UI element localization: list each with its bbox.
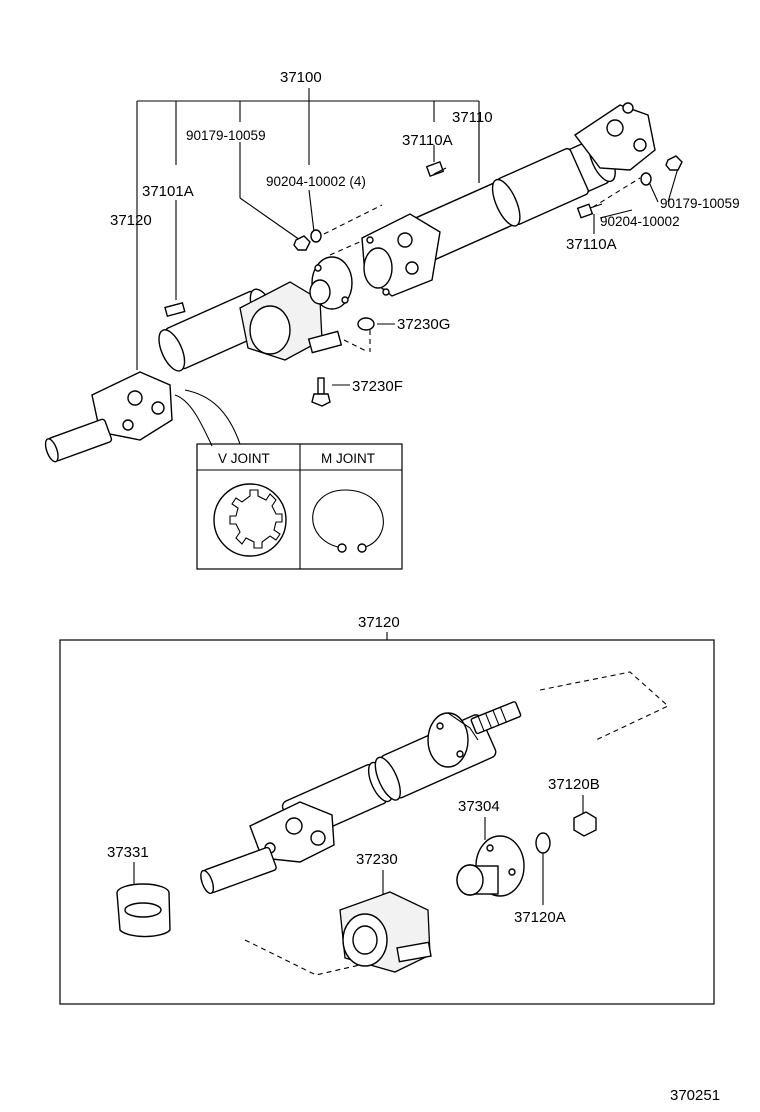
inset-leader-2	[184, 389, 241, 445]
spline-stub-top	[44, 418, 113, 463]
washer-37120a	[535, 832, 551, 854]
v-joint-teeth	[229, 489, 283, 549]
rear-ujoint	[91, 371, 173, 441]
bolt-37110a-right	[576, 203, 603, 219]
label-37331: 37331	[107, 844, 149, 861]
center-bearing-top	[239, 281, 343, 361]
label-37120-top: 37120	[110, 212, 152, 229]
center-bearing-37230	[339, 891, 432, 973]
m-joint-ring-eye-right	[357, 543, 367, 553]
detail-spline-end	[470, 701, 522, 735]
inset-leader-1	[174, 394, 213, 447]
label-90204-left: 90204-10002 (4)	[266, 174, 366, 189]
label-37230f: 37230F	[352, 378, 403, 395]
washer-90204-left	[310, 229, 322, 243]
plate-37101a	[164, 301, 186, 318]
label-90204-right: 90204-10002	[600, 214, 680, 229]
m-joint-ring-eye-left	[337, 543, 347, 553]
label-90179-left: 90179-10059	[186, 128, 266, 143]
label-37110a-right: 37110A	[566, 236, 617, 253]
detail-frame	[59, 639, 715, 1005]
label-37304: 37304	[458, 798, 500, 815]
label-37120a: 37120A	[514, 909, 566, 926]
inset-m-joint-label: M JOINT	[321, 451, 375, 466]
label-37100: 37100	[280, 69, 322, 86]
washer-90204-right	[640, 172, 652, 186]
nut-90179-right	[665, 155, 683, 171]
label-37120-detail: 37120	[358, 614, 400, 631]
label-37101a: 37101A	[142, 183, 194, 200]
m-joint-snap-ring	[312, 489, 384, 549]
label-90179-right: 90179-10059	[660, 196, 740, 211]
dust-cover-37331	[116, 883, 171, 938]
inset-v-joint-label: V JOINT	[218, 451, 270, 466]
assembly-leader-lines	[136, 88, 480, 370]
label-37110: 37110	[452, 109, 493, 126]
nut-37120b	[573, 811, 597, 837]
joint-inset: V JOINT M JOINT	[196, 443, 403, 570]
dashed-outline-upper	[539, 671, 669, 741]
bolt-37110a-top	[425, 161, 447, 177]
label-37230: 37230	[356, 851, 398, 868]
bolt-37230f	[311, 377, 331, 407]
label-37110a-top: 37110A	[402, 132, 453, 149]
front-yoke	[573, 102, 656, 171]
diagram-id: 370251	[670, 1087, 720, 1104]
detail-flange-yoke	[427, 712, 479, 768]
label-37120b: 37120B	[548, 776, 600, 793]
nut-90179-left	[293, 235, 311, 251]
flange-top	[309, 256, 353, 310]
center-ujoint	[361, 213, 441, 297]
label-37230g: 37230G	[397, 316, 450, 333]
nut-37230g	[357, 317, 375, 331]
flange-37304	[456, 835, 525, 897]
detail-spline-stub	[200, 846, 277, 895]
